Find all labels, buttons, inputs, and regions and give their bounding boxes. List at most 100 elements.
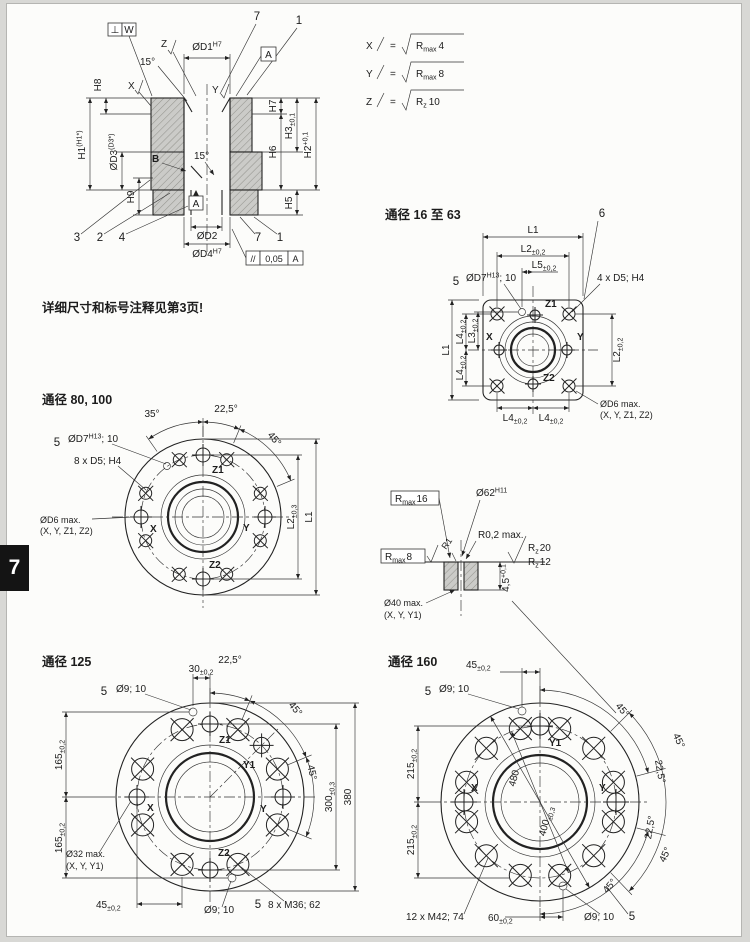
dim-h8-label: H8 xyxy=(93,78,104,91)
d32-max-ports: (X, Y, Y1) xyxy=(66,861,104,871)
pilot-hole xyxy=(163,462,171,470)
callout-5-bottom: 5 xyxy=(255,899,261,911)
angle-arrow xyxy=(204,161,215,176)
d62-label: Ø62H11 xyxy=(476,488,507,500)
dim-45-label: 45±0,2 xyxy=(466,660,491,673)
roughness-check-icon xyxy=(134,39,230,99)
port-y1-label: Y1 xyxy=(549,738,562,749)
d32-max-label: Ø32 max. xyxy=(66,849,105,859)
port-z1-label: Z1 xyxy=(545,299,557,310)
legend-mark-x: X xyxy=(366,41,373,52)
callout-2: 2 xyxy=(97,232,103,244)
bolt-hole xyxy=(601,809,626,834)
port-z2-label: Z2 xyxy=(543,373,555,384)
small-hole-label-top: Ø9; 10 xyxy=(116,684,146,695)
roughness-check-icon xyxy=(376,36,385,52)
dim-400-label: 400±0,3 xyxy=(537,805,557,838)
datum-a-top: A xyxy=(260,46,277,62)
page-number-tab: 7 xyxy=(0,545,29,591)
dim-480-label: 480 xyxy=(507,768,522,787)
roughness-check-icon xyxy=(376,64,385,80)
dim-d1-label: ØD1H7 xyxy=(192,42,222,54)
tolerance-symbol-icon: // xyxy=(250,254,256,264)
d6-max-ports: (X, Y, Z1, Z2) xyxy=(40,526,93,536)
section-dimension-lines xyxy=(87,55,319,247)
bolt-hole xyxy=(225,852,250,877)
port-y xyxy=(253,505,277,529)
r1-label: R1 xyxy=(439,536,454,551)
label-b: B xyxy=(152,154,159,165)
angle-15-top-label: 15° xyxy=(140,57,155,68)
legend-mark-y: Y xyxy=(366,69,373,80)
dim-h2-label: H2+0,1 xyxy=(303,132,315,159)
section-extension-lines xyxy=(86,54,320,248)
radical-icon xyxy=(401,89,464,111)
port-y-label: Y xyxy=(577,332,584,343)
port-y xyxy=(270,784,296,810)
small-hole-label-bottom: Ø9; 10 xyxy=(204,905,234,916)
dim-l5: L5±0,2 xyxy=(532,260,557,273)
port-z2 xyxy=(524,375,542,393)
dim-l1-left: L1 xyxy=(441,344,452,356)
port-x-label: X xyxy=(147,803,154,814)
bolt-hole xyxy=(218,566,235,583)
view-title-80-100: 通径 80, 100 xyxy=(42,392,112,407)
dim-165-bottom: 165±0,2 xyxy=(54,823,67,853)
dim-45-label: 45±0,2 xyxy=(96,900,121,913)
dim-l4-bottom-b: L4±0,2 xyxy=(539,413,564,426)
dim-300-label: 300±0,3 xyxy=(324,782,337,812)
angle-225-a: 22,5° xyxy=(652,759,667,784)
bolt-hole xyxy=(252,532,269,549)
d6-max-label: ØD6 max. xyxy=(40,515,81,525)
bolt-hole xyxy=(508,863,533,888)
datum-frame-w: ⊥ W xyxy=(107,22,137,37)
datum-triangle-icon xyxy=(193,190,199,196)
port-x xyxy=(129,505,153,529)
datum-w-label: W xyxy=(124,25,134,36)
flange-view-125: 通径 125 xyxy=(42,654,359,916)
dim-l4-bottom-left: L4±0,2 xyxy=(455,356,468,381)
flange-125-leaders xyxy=(98,693,285,908)
angle-225-label: 22,5° xyxy=(218,655,241,666)
port-x-label: X xyxy=(471,783,478,794)
dim-h1-label: H1(H1*) xyxy=(77,130,89,159)
bolt-hole xyxy=(130,757,155,782)
tolerance-datum: A xyxy=(292,254,298,264)
section-view: ⊥ W 7 1 ØD1H7 A Z 15° X Y H8 H1(H1*) ØD3… xyxy=(74,11,320,266)
flange-16-63-extension-lines xyxy=(448,233,616,412)
tolerance-frame: // 0,05 A xyxy=(245,250,304,266)
dim-l2-label: L2±0,3 xyxy=(286,505,299,530)
roughness-check-icon xyxy=(426,544,439,563)
radical-icon xyxy=(401,33,464,55)
bolt-hole xyxy=(474,843,499,868)
small-hole xyxy=(517,706,527,716)
flange-16-63-geometry xyxy=(468,286,598,414)
angle-225-b: 22,5° xyxy=(643,815,658,840)
corner-hole xyxy=(489,306,505,322)
equals-sign: = xyxy=(390,41,396,52)
pilot-hole-label: ØD7H13; 10 xyxy=(466,273,517,285)
port-z2-label: Z2 xyxy=(218,848,230,859)
dim-60-label: 60±0,2 xyxy=(488,913,513,926)
dim-d3-label: ØD3(D3*) xyxy=(109,134,121,171)
small-hole-label-top: Ø9; 10 xyxy=(439,684,469,695)
d40-max-ports: (X, Y, Y1) xyxy=(384,610,422,620)
flange-view-160: 通径 160 xyxy=(388,654,686,926)
flange-16-63-dimension-lines xyxy=(449,234,615,411)
dim-l2-top: L2±0,2 xyxy=(521,244,546,257)
angle-45-label: 45° xyxy=(265,430,283,449)
corner-hole xyxy=(561,306,577,322)
detail-connector-line xyxy=(511,600,617,714)
detail-view: Rmax16 Ø62H11 R0,2 max. R1 Rmax8 Rz20 Rz… xyxy=(380,488,617,714)
detail-annotation-lines xyxy=(380,490,617,714)
corner-holes-label: 4 x D5; H4 xyxy=(597,273,645,284)
roughness-check-icon xyxy=(376,92,385,108)
page-note: 详细尺寸和标号注释见第3页! xyxy=(42,300,203,315)
callout-4: 4 xyxy=(119,232,126,244)
bolt-hole xyxy=(265,812,290,837)
view-title-160: 通径 160 xyxy=(388,654,437,669)
bolt-hole xyxy=(252,485,269,502)
angle-45-c: 45° xyxy=(658,846,674,864)
bolt-hole xyxy=(581,843,606,868)
